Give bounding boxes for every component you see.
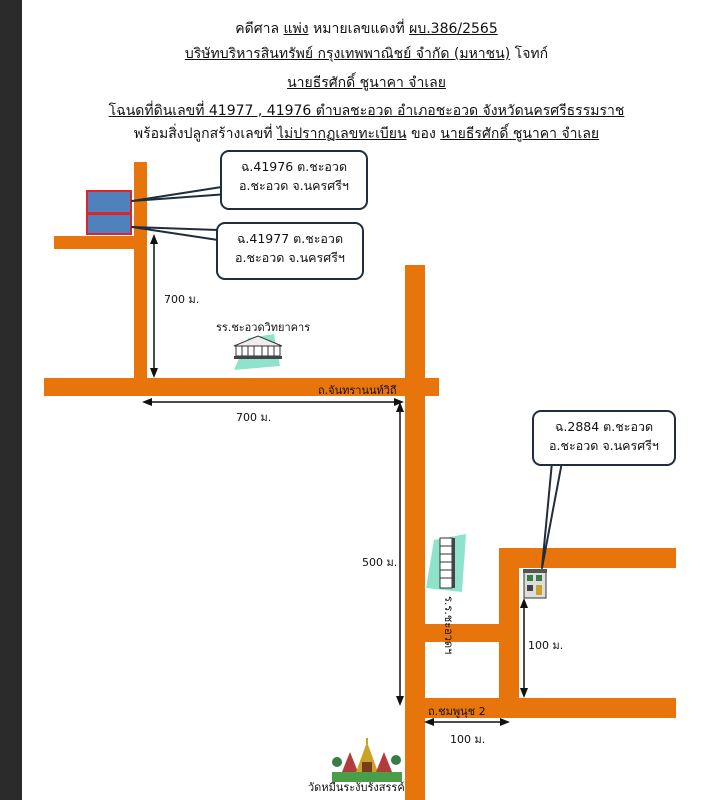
- plaintiff-role: โจทก์: [514, 46, 549, 62]
- deed-description: โฉนดที่ดินเลขที่ 41977 , 41976 ตำบลชะอวด…: [108, 103, 625, 119]
- callout-lot-2884-line2: อ.ชะอวด จ.นครศรีฯ: [549, 438, 659, 453]
- distance-100-horizontal: 100 ม.: [450, 733, 486, 746]
- house-icon: [523, 569, 547, 599]
- case-number: ผบ.386/2565: [409, 21, 498, 37]
- red-number-label: หมายเลขแดงที่: [313, 21, 405, 37]
- school-label: รร.ชะอวดวิทยาคาร: [216, 321, 311, 334]
- road-north-left: [134, 162, 147, 378]
- building-number-value: ไม่ปรากฏเลขทะเบียน: [276, 126, 407, 142]
- distance-700-vertical: 700 ม.: [164, 293, 200, 306]
- callout-lot-2884: ฉ.2884 ต.ชะอวด อ.ชะอวด จ.นครศรีฯ: [532, 410, 676, 466]
- rotated-building-label: ร.ร.ชะอวดฯ: [442, 596, 455, 655]
- header-line-1: คดีศาล แพ่ง หมายเลขแดงที่ ผบ.386/2565: [22, 20, 711, 38]
- owner-name: นายธีรศักดิ์ ชูนาคา จำเลย: [440, 126, 600, 142]
- school-icon: [233, 334, 283, 370]
- document-page: คดีศาล แพ่ง หมายเลขแดงที่ ผบ.386/2565 บร…: [22, 0, 711, 800]
- header-line-2: บริษัทบริหารสินทรัพย์ กรุงเทพพาณิชย์ จำก…: [22, 45, 711, 63]
- defendant-name: นายธีรศักดิ์ ชูนาคา จำเลย: [287, 75, 446, 91]
- road-chanthara-label: ถ.จันทรานนท์วิถี: [318, 384, 397, 397]
- callout-lot-41976: ฉ.41976 ต.ชะอวด อ.ชะอวด จ.นครศรีฯ: [220, 150, 368, 210]
- callout-lot-41976-line1: ฉ.41976 ต.ชะอวด: [240, 159, 348, 174]
- header-line-3: นายธีรศักดิ์ ชูนาคา จำเลย: [22, 74, 711, 92]
- road-chomphu-label: ถ.ชมพูนุช 2: [428, 705, 486, 718]
- court-type: แพ่ง: [283, 21, 309, 37]
- road-main-vertical: [405, 265, 425, 800]
- temple-label: วัดหมื่นระงับรังสรรค์: [308, 781, 405, 794]
- building-number-label: พร้อมสิ่งปลูกสร้างเลขที่: [133, 126, 273, 142]
- school-icon-rotated: [426, 534, 466, 592]
- owner-of-label: ของ: [410, 126, 436, 142]
- callout-pointers: [131, 185, 563, 569]
- road-chomphu: [405, 698, 676, 718]
- road-connector: [405, 624, 515, 642]
- dimension-arrows: [142, 234, 528, 726]
- road-inner-vertical: [499, 548, 519, 698]
- lot-41977: [86, 213, 132, 235]
- callout-lot-41977: ฉ.41977 ต.ชะอวด อ.ชะอวด จ.นครศรีฯ: [216, 222, 364, 280]
- callout-lot-41976-line2: อ.ชะอวด จ.นครศรีฯ: [239, 178, 349, 193]
- header-line-4: โฉนดที่ดินเลขที่ 41977 , 41976 ตำบลชะอวด…: [22, 102, 711, 120]
- road-chanthara: [44, 378, 439, 396]
- road-west-stub: [54, 236, 138, 249]
- callout-lot-41977-line2: อ.ชะอวด จ.นครศรีฯ: [235, 250, 345, 265]
- distance-700-horizontal: 700 ม.: [236, 411, 272, 424]
- case-type-label: คดีศาล: [235, 21, 280, 37]
- callout-lot-2884-line1: ฉ.2884 ต.ชะอวด: [554, 419, 654, 434]
- distance-500: 500 ม.: [362, 556, 398, 569]
- header-line-5: พร้อมสิ่งปลูกสร้างเลขที่ ไม่ปรากฏเลขทะเบ…: [22, 125, 711, 143]
- distance-100-vertical: 100 ม.: [528, 639, 564, 652]
- temple-icon: [332, 738, 402, 782]
- plaintiff-name: บริษัทบริหารสินทรัพย์ กรุงเทพพาณิชย์ จำก…: [184, 46, 511, 62]
- callout-lot-41977-line1: ฉ.41977 ต.ชะอวด: [236, 231, 344, 246]
